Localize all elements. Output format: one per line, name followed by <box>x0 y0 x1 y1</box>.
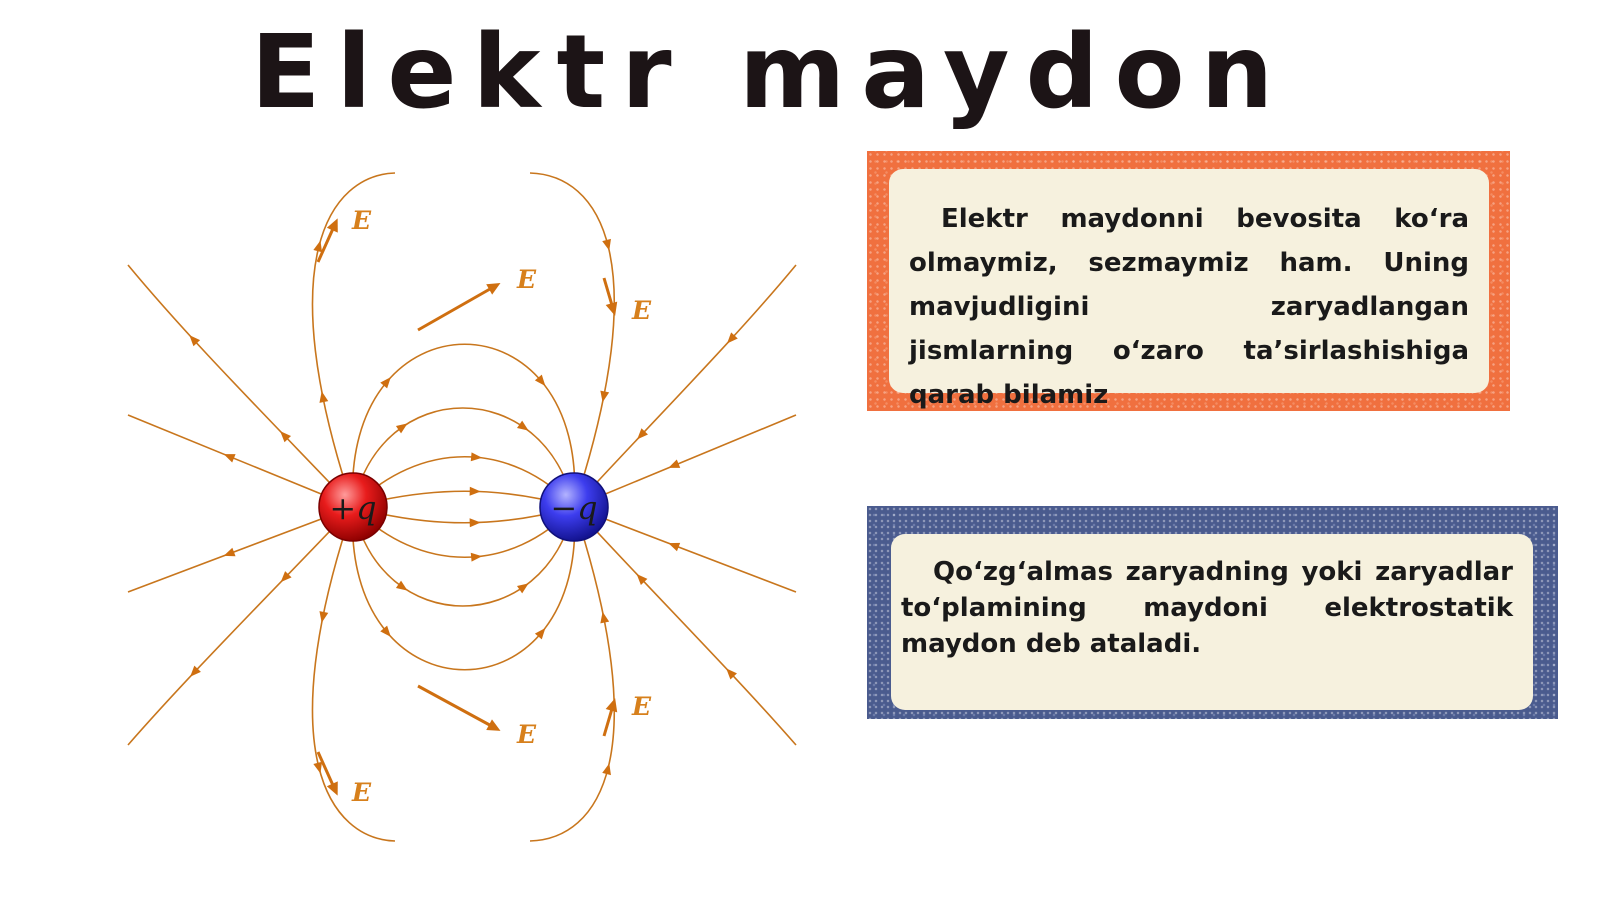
field-lines <box>127 172 797 842</box>
field-arrow <box>189 335 201 347</box>
field-line <box>573 506 797 593</box>
field-arrow <box>319 391 329 403</box>
field-arrow <box>380 625 391 637</box>
field-vector-e <box>417 283 498 332</box>
info-card-top: Elektr maydonni bevosita ko‘ra olmaymiz,… <box>867 151 1510 411</box>
field-arrow <box>602 238 611 251</box>
field-arrow <box>280 431 292 443</box>
field-arrow <box>516 420 529 431</box>
field-vector-arrowhead <box>605 301 618 316</box>
field-label-e: E <box>351 778 372 807</box>
field-arrow <box>380 377 391 389</box>
field-label-e: E <box>351 206 372 235</box>
field-label-e: E <box>631 296 652 325</box>
field-arrow <box>395 423 408 434</box>
field-arrow <box>727 332 738 344</box>
field-arrow <box>469 518 481 528</box>
field-label-e: E <box>631 692 652 721</box>
field-label-e: E <box>516 720 537 749</box>
field-arrow <box>602 763 611 776</box>
field-arrow <box>636 573 648 586</box>
electric-field-diagram: +q −q E E E E E E <box>127 172 797 842</box>
field-arrow <box>600 390 610 403</box>
negative-charge-label: −q <box>550 489 597 527</box>
field-arrow <box>470 552 483 562</box>
info-text-top: Elektr maydonni bevosita ko‘ra olmaymiz,… <box>889 169 1489 410</box>
field-line <box>573 414 797 508</box>
field-arrow <box>223 454 236 463</box>
positive-charge-label: +q <box>329 489 376 527</box>
field-line <box>573 264 797 508</box>
field-arrow <box>470 452 483 462</box>
field-line <box>127 506 354 593</box>
field-vector-arrowhead <box>486 283 501 295</box>
field-arrow <box>395 580 408 591</box>
field-arrow <box>190 665 201 677</box>
field-arrow <box>534 374 546 387</box>
field-arrow <box>313 240 323 253</box>
negative-charge: −q <box>539 472 609 542</box>
info-text-bottom: Qo‘zg‘almas zaryadning yoki zaryadlar to… <box>891 534 1533 710</box>
field-arrow <box>469 486 481 496</box>
field-vector-arrowhead <box>326 781 338 796</box>
field-line <box>352 407 575 508</box>
field-arrow <box>637 428 648 440</box>
field-line <box>573 506 797 746</box>
field-arrow <box>280 571 292 583</box>
field-arrow <box>534 627 546 640</box>
field-vector-arrowhead <box>486 719 501 731</box>
info-card-bottom: Qo‘zg‘almas zaryadning yoki zaryadlar to… <box>867 506 1558 719</box>
field-arrow <box>313 761 323 774</box>
field-line <box>352 506 575 607</box>
field-line <box>127 414 354 508</box>
field-vector-arrowhead <box>605 698 618 713</box>
positive-charge: +q <box>318 472 388 542</box>
field-arrow <box>726 668 737 680</box>
page-title: Elektr maydon <box>250 13 1290 132</box>
field-arrow <box>319 611 329 623</box>
field-arrow <box>600 611 610 624</box>
field-line <box>127 506 354 746</box>
field-arrow <box>516 583 529 594</box>
field-line <box>351 506 576 671</box>
field-line <box>127 264 354 508</box>
field-arrows <box>189 218 738 796</box>
field-arrow <box>668 542 681 552</box>
field-vector-arrowhead <box>326 218 338 233</box>
field-line <box>351 343 576 508</box>
field-arrow <box>223 547 236 557</box>
field-label-e: E <box>516 265 537 294</box>
field-vector-e <box>417 684 498 731</box>
field-arrow <box>668 459 681 468</box>
